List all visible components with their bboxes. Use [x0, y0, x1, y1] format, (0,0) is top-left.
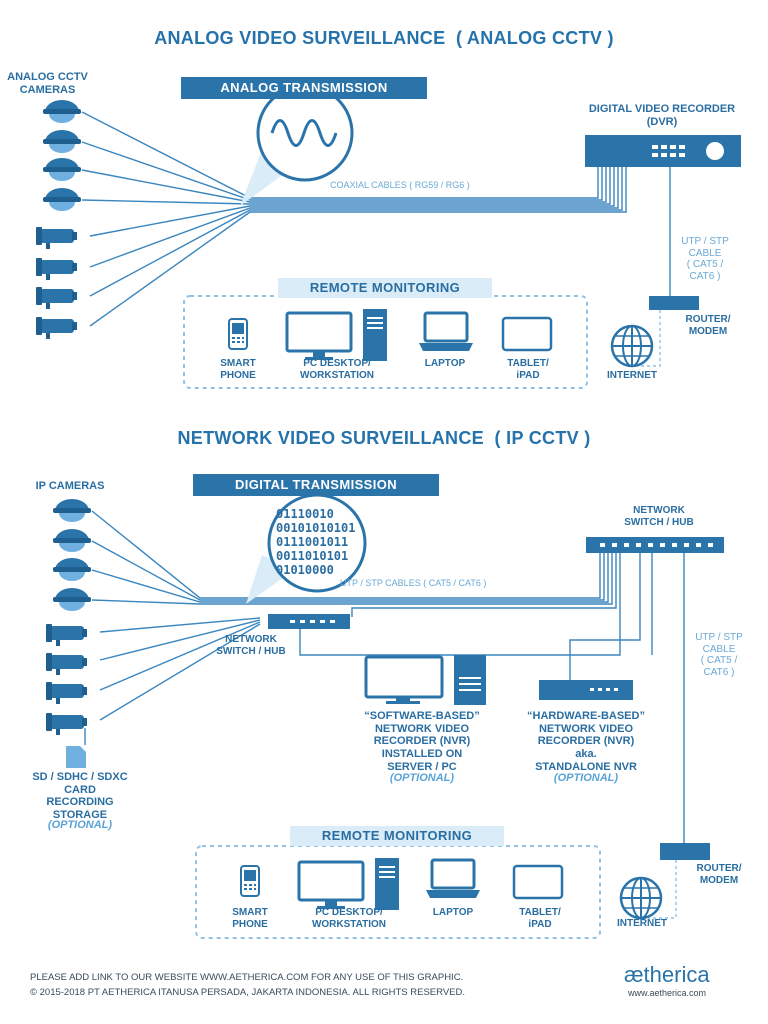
analog-router-label: ROUTER/ MODEM	[685, 314, 731, 337]
sd-card-icon	[66, 746, 86, 768]
analog-device-label-smartphone: SMART PHONE	[220, 358, 256, 381]
network-remote-devices	[240, 856, 564, 912]
analog-internet-label: INTERNET	[607, 370, 657, 381]
network-utp-cable-label: UTP / STP CABLE ( CAT5 / CAT6 )	[695, 632, 743, 678]
main-network-switch-label: NETWORK SWITCH / HUB	[624, 505, 694, 528]
analog-cables	[81, 111, 671, 367]
network-device-label-pc: PC DESKTOP/ WORKSTATION	[311, 907, 387, 930]
analog-transmission-banner: ANALOG TRANSMISSION	[181, 77, 427, 99]
hardware-nvr-label: “HARDWARE-BASED” NETWORK VIDEO RECORDER …	[527, 710, 645, 773]
network-binary-callout	[246, 493, 367, 604]
network-internet-icon	[619, 876, 663, 920]
hardware-nvr-optional: (OPTIONAL)	[553, 772, 619, 784]
analog-remote-devices	[228, 307, 553, 363]
footer-link-notice: PLEASE ADD LINK TO OUR WEBSITE WWW.AETHE…	[30, 972, 464, 983]
network-router-label: ROUTER/ MODEM	[696, 863, 742, 886]
analog-router-icon	[649, 296, 699, 310]
network-section-title: NETWORK VIDEO SURVEILLANCE ( IP CCTV )	[177, 428, 591, 448]
network-router-icon	[660, 843, 710, 860]
footer-copyright: © 2015-2018 PT AETHERICA ITANUSA PERSADA…	[30, 987, 466, 998]
sd-card-optional: (OPTIONAL)	[47, 819, 113, 831]
utp-cables-label: UTP / STP CABLES ( CAT5 / CAT6 )	[340, 578, 487, 588]
analog-section-title: ANALOG VIDEO SURVEILLANCE ( ANALOG CCTV …	[154, 28, 614, 48]
network-remote-box	[195, 845, 601, 939]
software-nvr-label: “SOFTWARE-BASED” NETWORK VIDEO RECORDER …	[364, 710, 480, 773]
coaxial-cables-label: COAXIAL CABLES ( RG59 / RG6 )	[330, 180, 470, 190]
software-nvr-icon	[364, 655, 486, 705]
network-device-label-laptop: LAPTOP	[432, 907, 474, 918]
software-nvr-optional: (OPTIONAL)	[389, 772, 455, 784]
network-device-label-tablet: TABLET/ iPAD	[519, 907, 561, 930]
main-network-switch-icon	[586, 537, 724, 553]
network-internet-label: INTERNET	[617, 918, 667, 929]
analog-device-label-laptop: LAPTOP	[424, 358, 466, 369]
digital-transmission-banner: DIGITAL TRANSMISSION	[193, 474, 439, 496]
dvr-icon	[585, 135, 741, 167]
network-remote-monitoring-banner: REMOTE MONITORING	[290, 826, 504, 846]
binary-digits: 01110010 00101010101 0111001011 00110101…	[276, 507, 356, 577]
small-network-switch-label: NETWORK SWITCH / HUB	[216, 634, 286, 657]
hardware-nvr-icon	[539, 680, 633, 700]
ip-cameras-label: IP CAMERAS	[35, 480, 105, 492]
analog-remote-monitoring-banner: REMOTE MONITORING	[278, 278, 492, 298]
analog-cameras	[36, 100, 81, 339]
analog-cameras-label: ANALOG CCTV CAMERAS	[7, 71, 88, 96]
network-cameras	[46, 499, 91, 735]
aetherica-url: www.aetherica.com	[628, 988, 707, 998]
aetherica-logo: ætherica	[624, 962, 710, 987]
analog-utp-cable-label: UTP / STP CABLE ( CAT5 / CAT6 )	[681, 236, 729, 282]
analog-device-label-pc: PC DESKTOP/ WORKSTATION	[299, 358, 375, 381]
sd-card-label: SD / SDHC / SDXC CARD RECORDING STORAGE	[32, 771, 128, 821]
dvr-label: DIGITAL VIDEO RECORDER (DVR)	[588, 103, 736, 128]
analog-device-label-tablet: TABLET/ iPAD	[507, 358, 549, 381]
network-device-label-smartphone: SMART PHONE	[232, 907, 268, 930]
analog-internet-icon	[610, 324, 654, 368]
small-network-switch-icon	[268, 614, 350, 629]
network-cables	[84, 510, 685, 919]
analog-wave-callout	[240, 84, 354, 206]
